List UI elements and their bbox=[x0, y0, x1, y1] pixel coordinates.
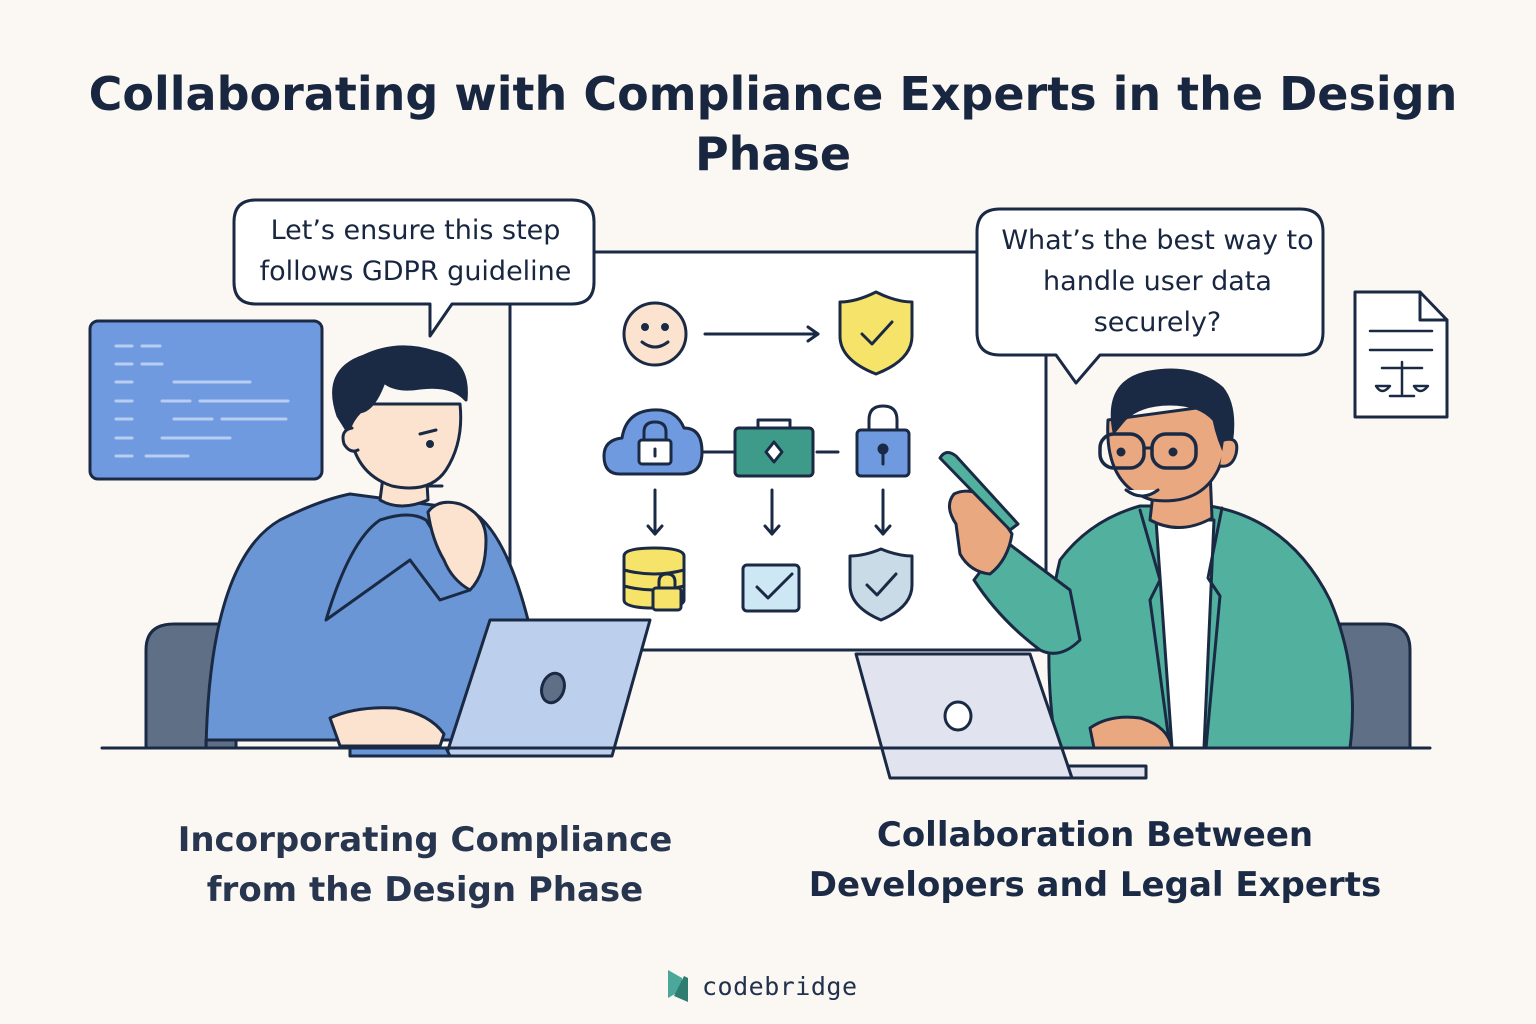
left-laptop bbox=[348, 618, 652, 758]
page-title: Collaborating with Compliance Experts in… bbox=[88, 67, 1458, 181]
right-chair bbox=[1338, 622, 1412, 750]
smiley-icon bbox=[622, 301, 688, 367]
right-speech-bubble bbox=[975, 207, 1325, 385]
developer-person bbox=[204, 345, 530, 750]
brand: codebridge bbox=[660, 966, 858, 1006]
padlock-icon bbox=[855, 404, 911, 478]
legal-document-icon bbox=[1353, 290, 1449, 419]
right-bubble-text: What’s the best way to handle user data … bbox=[1001, 225, 1314, 338]
left-caption: Incorporating Compliance from the Design… bbox=[177, 820, 673, 910]
brand-name: codebridge bbox=[702, 971, 858, 1001]
flow-arrow bbox=[703, 325, 820, 343]
shield-outline-check-icon bbox=[848, 547, 914, 622]
checkbox-icon bbox=[741, 563, 801, 613]
left-bubble-text: Let’s ensure this step follows GDPR guid… bbox=[259, 215, 572, 287]
briefcase-icon bbox=[733, 418, 815, 478]
codebridge-logo-icon bbox=[668, 970, 688, 1002]
expert-person bbox=[938, 368, 1354, 750]
shield-check-icon bbox=[838, 290, 914, 376]
left-speech-bubble bbox=[232, 198, 596, 338]
database-lock-icon bbox=[622, 546, 686, 612]
flow-arrows-down bbox=[646, 488, 892, 536]
cloud-lock-icon bbox=[602, 408, 704, 476]
code-panel-icon bbox=[88, 319, 324, 481]
right-caption: Collaboration Between Developers and Leg… bbox=[808, 815, 1382, 905]
